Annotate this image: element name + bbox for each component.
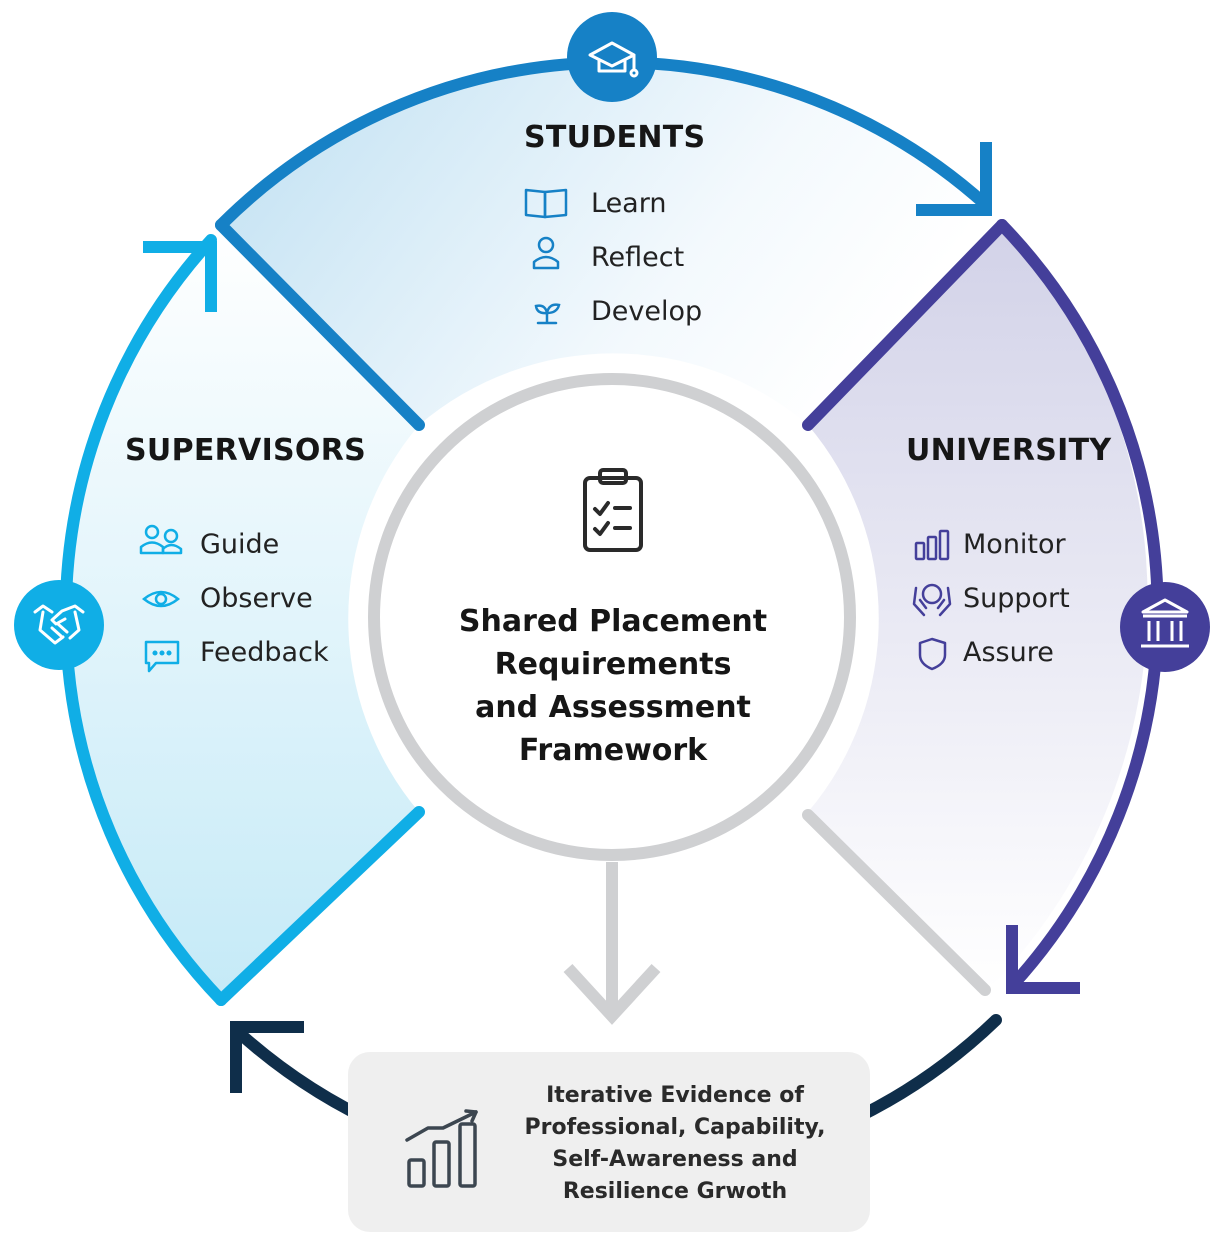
university-building-icon <box>1141 598 1189 648</box>
evidence-text-line: Iterative Evidence of <box>546 1083 804 1108</box>
evidence-text-line: Professional, Capability, <box>524 1115 826 1140</box>
bar-chart-icon <box>914 529 950 561</box>
university-arrow-head <box>1006 925 1080 994</box>
center-down-arrow-head <box>563 963 661 1025</box>
supervisors-item-observe: Observe <box>200 583 313 614</box>
students-item-reflect: Reflect <box>591 242 685 273</box>
students-right-divider <box>802 219 1008 431</box>
shield-icon <box>918 637 947 671</box>
eye-icon <box>142 590 180 608</box>
graduation-cap-icon <box>588 41 639 78</box>
supervisors-item-guide: Guide <box>200 529 280 560</box>
center-circle <box>368 373 856 861</box>
chat-bubble-icon <box>144 640 180 673</box>
supervisors-badge <box>14 580 104 670</box>
evidence-text: Iterative Evidence of Professional, Capa… <box>510 1080 840 1208</box>
people-icon <box>139 524 183 555</box>
center-title-line: Shared Placement <box>458 604 768 639</box>
center-framework-title: Shared Placement Requirements and Assess… <box>430 600 796 772</box>
evidence-text-line: Resilience Grwoth <box>562 1179 788 1204</box>
university-title: UNIVERSITY <box>906 433 1112 468</box>
university-item-monitor: Monitor <box>963 529 1066 560</box>
students-title: STUDENTS <box>524 120 706 155</box>
center-title-line: and Assessment <box>475 690 751 725</box>
supervisors-segment-fill <box>63 225 420 1000</box>
students-segment-fill <box>221 64 1002 425</box>
center-title-line: Requirements <box>494 647 732 682</box>
clipboard-checklist-icon <box>583 468 643 552</box>
open-book-icon <box>524 188 568 219</box>
supervisors-bottom-divider <box>215 806 425 1006</box>
university-item-support: Support <box>963 583 1070 614</box>
students-item-develop: Develop <box>591 296 703 327</box>
evidence-box <box>348 1052 870 1232</box>
supporting-hands-icon <box>912 583 952 617</box>
students-arrow-head <box>916 142 992 216</box>
supervisors-title: SUPERVISORS <box>125 433 367 468</box>
supervisors-item-feedback: Feedback <box>200 637 329 668</box>
supervisors-arrow-head <box>143 241 217 312</box>
students-left-divider <box>215 219 425 431</box>
students-badge <box>567 12 657 102</box>
handshake-icon <box>33 604 85 645</box>
evidence-arrow-head <box>230 1021 304 1093</box>
university-segment-fill <box>808 225 1148 990</box>
center-title-line: Framework <box>518 733 708 768</box>
university-badge <box>1120 582 1210 672</box>
person-reflect-icon <box>532 236 560 270</box>
university-item-assure: Assure <box>963 637 1054 668</box>
grey-diagonal-connector <box>802 809 991 996</box>
evidence-text-line: Self-Awareness and <box>552 1147 798 1172</box>
sprout-icon <box>534 303 561 325</box>
growth-chart-icon <box>405 1109 478 1188</box>
students-item-learn: Learn <box>591 188 667 219</box>
